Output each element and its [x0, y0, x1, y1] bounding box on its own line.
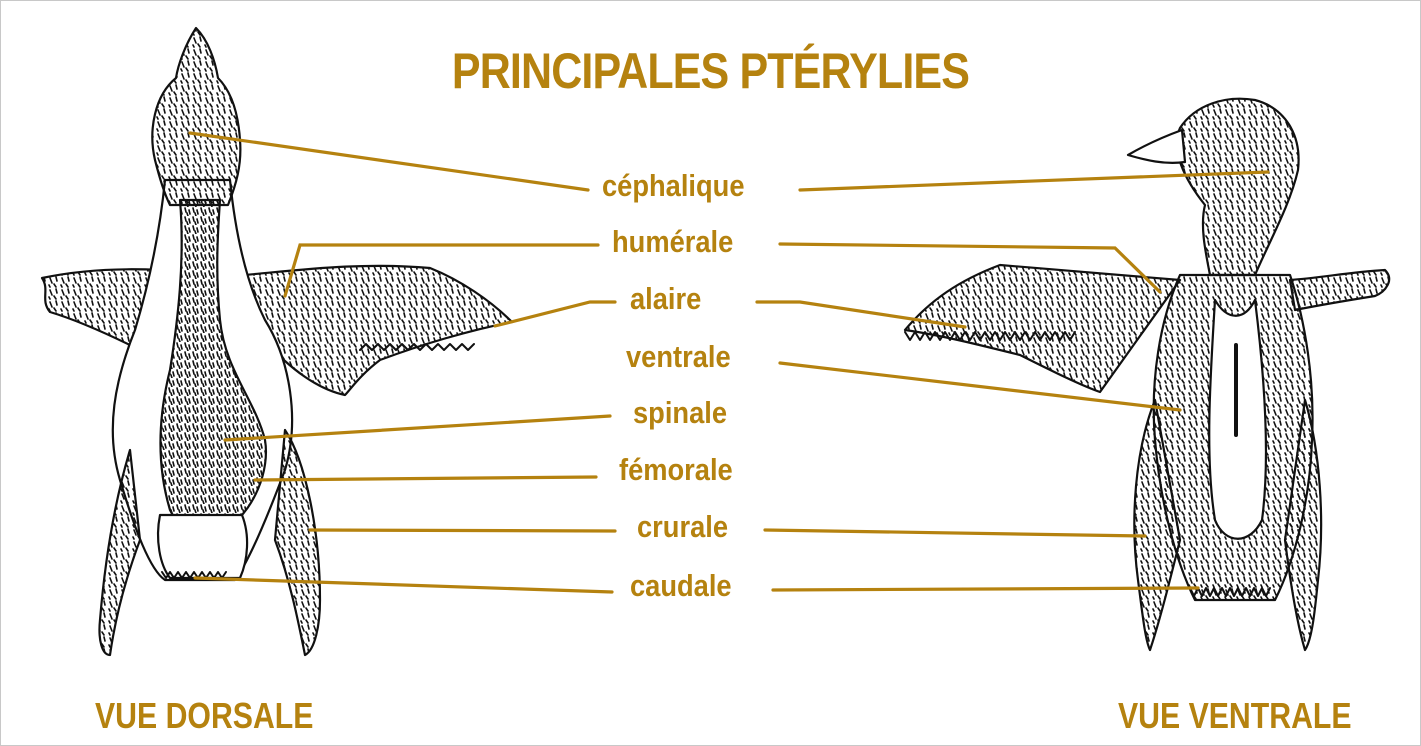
dorsal-tail	[156, 513, 249, 580]
dorsal-right-wing	[243, 264, 514, 397]
diagram-title: PRINCIPALES PTÉRYLIES	[451, 43, 970, 99]
leader-crurale-right	[763, 528, 1147, 538]
ventral-bird	[903, 97, 1391, 652]
label-alaire: alaire	[630, 281, 702, 316]
leader-caudale-right	[771, 586, 1200, 592]
leader-crurale-left	[308, 528, 617, 533]
dorsal-tail-feathers	[161, 571, 227, 579]
label-crurale: crurale	[637, 509, 728, 544]
label-cephalique: céphalique	[602, 168, 745, 203]
dorsal-bird	[40, 26, 514, 657]
leader-humerale-right	[778, 242, 1162, 294]
label-femorale: fémorale	[619, 452, 733, 487]
leader-alaire-left	[493, 300, 617, 328]
ventral-beak	[1126, 128, 1187, 164]
leader-caudale-left	[193, 576, 614, 594]
ventral-right-leg	[1283, 398, 1323, 652]
label-vue-ventrale: VUE VENTRALE	[1118, 695, 1352, 736]
ventral-head	[1175, 97, 1300, 277]
dorsal-left-leg	[98, 448, 142, 657]
dorsal-right-leg	[273, 428, 322, 657]
label-ventrale: ventrale	[626, 339, 731, 374]
label-vue-dorsale: VUE DORSALE	[95, 695, 314, 736]
label-caudale: caudale	[630, 568, 732, 603]
leader-spinale-left	[223, 414, 612, 442]
label-spinale: spinale	[633, 395, 728, 430]
leader-ventrale-right	[778, 361, 1182, 412]
ventral-right-wing	[1288, 268, 1391, 312]
leader-femorale-left	[253, 475, 598, 482]
ventral-tail-feathers	[1189, 587, 1271, 597]
leader-lines	[188, 131, 1270, 594]
dorsal-wing-feather-edge	[359, 343, 475, 351]
dorsal-left-wing	[40, 268, 162, 352]
leader-humerale-left	[283, 243, 600, 298]
leader-cephalique-left	[188, 131, 590, 192]
leader-alaire-right	[755, 300, 967, 329]
leader-cephalique-right	[798, 170, 1270, 192]
ventral-left-wing	[903, 263, 1182, 394]
label-humerale: humérale	[612, 224, 734, 259]
ventral-wing-feather-edge	[904, 331, 1076, 341]
